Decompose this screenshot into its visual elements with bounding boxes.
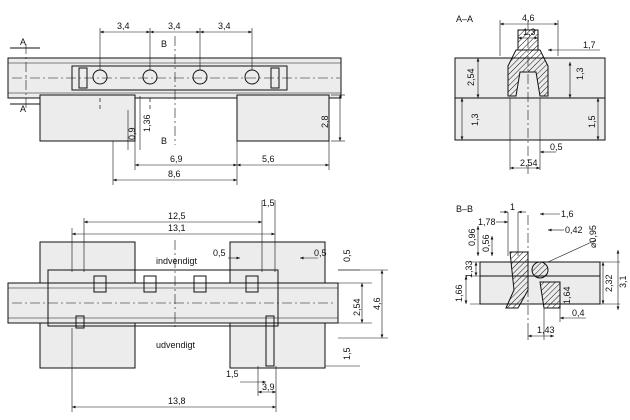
dim-bb-height-166: 1,66: [454, 284, 464, 302]
dim-plan-width-39: 3,9: [262, 382, 275, 392]
section-bb-view: B–B 1 1,78 1,6 0,96 0,56 0,42 ⌀0,95 1,33…: [454, 202, 628, 340]
dim-bb-height-056: 0,56: [481, 234, 491, 252]
dim-plan-pitch-254: 2,54: [352, 298, 362, 316]
dim-plan-width-125: 12,5: [168, 211, 186, 221]
dim-pitch-2: 3,4: [168, 21, 181, 31]
section-b-label-bottom: B: [161, 136, 167, 146]
aa-base: [454, 97, 606, 141]
dim-bb-width-042: 0,42: [565, 225, 583, 235]
dim-offset-09: 0,9: [127, 127, 137, 140]
dim-bb-height-31: 3,1: [618, 275, 628, 288]
dim-plan-width-131: 13,1: [168, 223, 186, 233]
label-outside: udvendigt: [156, 340, 196, 350]
plan-pins: [75, 275, 275, 367]
dim-plan-height-46: 4,6: [372, 297, 382, 310]
section-aa-view: A–A 4,6 1,3 1,7 2,54 1,3 1,3 1,5 0,5 2,5…: [454, 13, 606, 175]
dim-bb-height-133: 1,33: [464, 260, 474, 278]
dim-bb-width-143: 1,43: [537, 325, 555, 335]
plan-pin: [245, 275, 259, 293]
front-block-right: [236, 94, 330, 142]
dim-aa-width-17: 1,7: [583, 40, 596, 50]
section-bb-title: B–B: [456, 204, 473, 214]
section-b-label-top: B: [161, 39, 167, 49]
dim-bb-height-232: 2,32: [604, 274, 614, 292]
plan-view: indvendigt udvendigt 1,5 12,5 13,1 0,5 0…: [7, 198, 388, 412]
front-contact-strip: [71, 65, 288, 91]
dim-pitch-1: 3,4: [117, 21, 130, 31]
dim-bb-width-178: 1,78: [478, 217, 496, 227]
section-a-label-bottom: A: [20, 104, 26, 114]
section-aa-title: A–A: [456, 14, 473, 24]
aa-contact-section: [507, 49, 549, 97]
bb-housing-section: [539, 281, 561, 309]
dim-bb-height-164: 1,64: [562, 286, 572, 304]
section-a-label-top: A: [20, 37, 26, 47]
dim-pitch-3: 3,4: [218, 21, 231, 31]
dim-plan-gap-05b: 0,5: [314, 248, 327, 258]
dim-aa-height-13c: 1,3: [470, 113, 480, 126]
dim-bb-height-096: 0,96: [467, 228, 477, 246]
dim-plan-gap-05c: 0,5: [342, 249, 352, 262]
dim-plan-gap-05a: 0,5: [213, 248, 226, 258]
plan-pin: [143, 275, 157, 293]
label-inside: indvendigt: [156, 256, 198, 266]
dim-aa-height-15: 1,5: [587, 115, 597, 128]
dim-bb-width-16: 1,6: [561, 209, 574, 219]
dim-plan-gap-15c: 1,5: [226, 369, 239, 379]
dim-width-86: 8,6: [168, 169, 181, 179]
dim-height-28: 2,8: [320, 115, 330, 128]
dim-aa-width-13: 1,3: [523, 27, 536, 37]
plan-pin: [93, 275, 107, 293]
dim-plan-width-138: 13,8: [168, 396, 186, 406]
dim-width-56: 5,6: [262, 154, 275, 164]
plan-housing-outline: [47, 269, 279, 327]
dim-bb-width-04: 0,4: [572, 308, 585, 318]
front-view: A A B B 3,4 3,4 3,4 0,9 1,36 2,8 6,9 5,6: [7, 21, 345, 185]
dim-bb-width-1: 1: [510, 202, 515, 212]
dim-plan-width-15: 1,5: [262, 198, 275, 208]
dim-aa-width-05: 0,5: [550, 142, 563, 152]
dim-offset-136: 1,36: [142, 114, 152, 132]
aa-contact-top: [517, 29, 539, 51]
dim-bb-diameter: ⌀0,95: [588, 225, 598, 248]
dim-aa-height-254: 2,54: [466, 68, 476, 86]
front-block-left: [39, 94, 136, 142]
dim-width-69: 6,9: [170, 154, 183, 164]
dim-aa-width-254: 2,54: [520, 158, 538, 168]
dim-aa-width-46: 4,6: [522, 13, 535, 23]
dim-plan-gap-15b: 1,5: [342, 347, 352, 360]
plan-pin: [193, 275, 207, 293]
bb-pin-section: [531, 261, 549, 279]
bb-lower-rail: [479, 275, 601, 305]
bb-contact-section: [505, 251, 529, 309]
dim-aa-height-13b: 1,3: [575, 67, 585, 80]
